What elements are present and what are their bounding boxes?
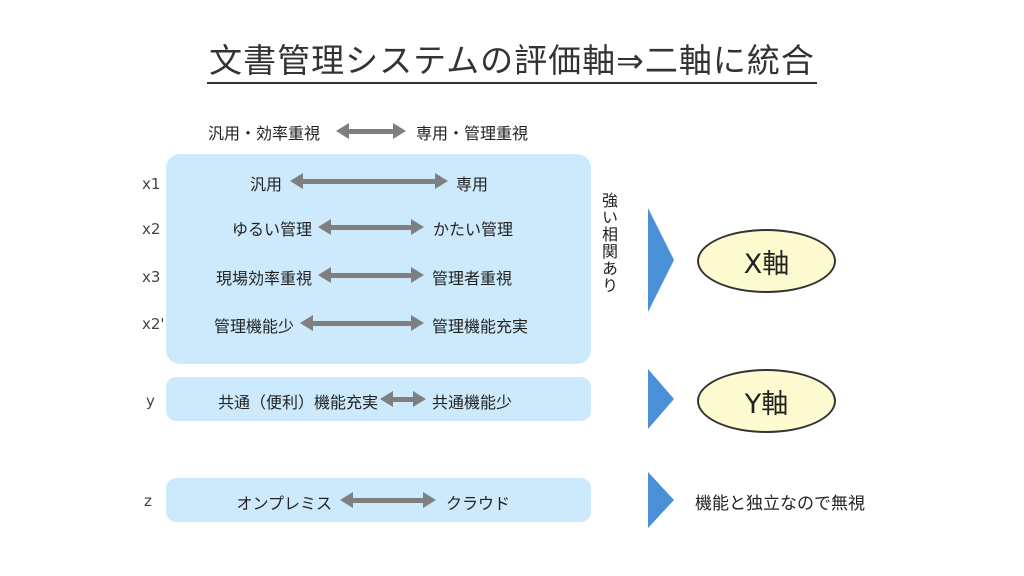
chevron-y-icon	[648, 369, 674, 429]
row-label-x1: x1	[142, 175, 161, 193]
x-axis-result-label: X軸	[743, 248, 790, 280]
row-label-x2: x2	[142, 220, 161, 238]
x1-right-label: 専用	[456, 175, 489, 194]
page-title: 文書管理システムの評価軸⇒二軸に統合	[0, 34, 1024, 84]
header-axis-left: 汎用・効率重視	[207, 124, 320, 143]
x2-prime-right-label: 管理機能充実	[432, 317, 529, 336]
z-left-label: オンプレミス	[236, 494, 332, 513]
x1-left-label: 汎用	[249, 175, 282, 194]
x-axis-result: X軸	[697, 229, 836, 293]
row-label-z: z	[144, 492, 152, 510]
z-result-note: 機能と独立なので無視	[695, 494, 865, 514]
y-axis-panel	[166, 377, 591, 421]
header-axis-right: 専用・管理重視	[416, 124, 529, 143]
y-axis-result: Y軸	[697, 369, 836, 433]
chevron-z-icon	[648, 472, 674, 528]
y-left-label: 共通（便利）機能充実	[217, 393, 378, 412]
correlation-note: 強い相関あり	[599, 192, 618, 294]
x2-prime-left-label: 管理機能少	[213, 317, 294, 336]
y-axis-result-label: Y軸	[744, 388, 789, 420]
x-axes-panel	[166, 154, 591, 364]
row-label-x3: x3	[142, 268, 161, 286]
row-label-x2-prime: x2'	[142, 315, 165, 333]
z-right-label: クラウド	[446, 494, 511, 513]
x2-right-label: かたい管理	[433, 220, 514, 239]
x2-left-label: ゆるい管理	[231, 220, 312, 239]
page-title-text: 文書管理システムの評価軸⇒二軸に統合	[207, 41, 817, 84]
y-right-label: 共通機能少	[432, 393, 513, 412]
x3-left-label: 現場効率重視	[215, 269, 312, 288]
chevron-x-icon	[648, 208, 674, 312]
x3-right-label: 管理者重視	[432, 269, 513, 288]
row-label-y: y	[146, 392, 155, 410]
